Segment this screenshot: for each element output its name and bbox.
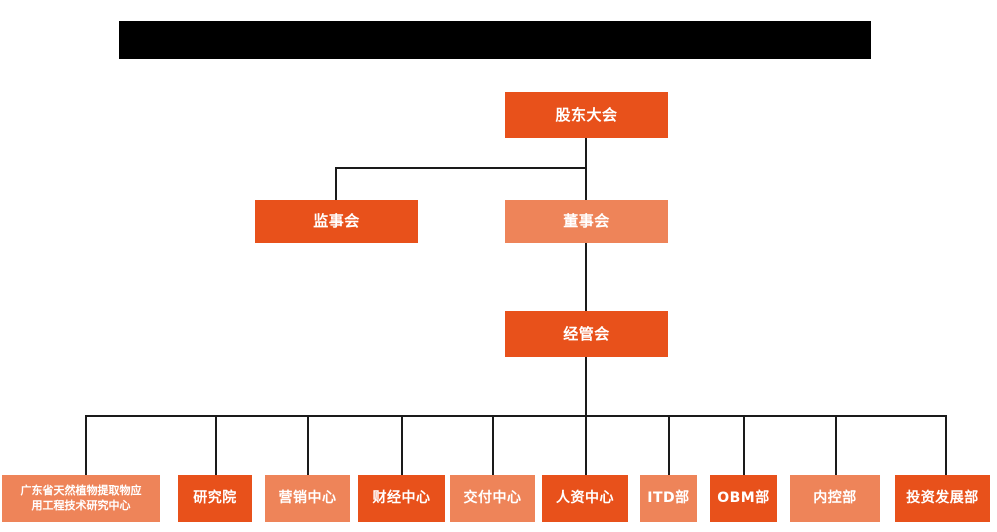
connector-to-research-center — [85, 415, 87, 475]
node-finance-center-label: 财经中心 — [372, 489, 431, 506]
node-institute[interactable]: 研究院 — [178, 475, 252, 522]
connector-to-delivery — [492, 415, 494, 475]
connector-management-stem — [585, 357, 587, 416]
node-board-of-supervisors[interactable]: 监事会 — [255, 200, 418, 243]
node-board-of-directors[interactable]: 董事会 — [505, 200, 668, 243]
connector-to-institute — [215, 415, 217, 475]
connector-to-finance — [401, 415, 403, 475]
node-delivery-center-label: 交付中心 — [463, 489, 522, 506]
node-board-of-supervisors-label: 监事会 — [313, 212, 360, 231]
node-itd-department[interactable]: ITD部 — [640, 475, 697, 522]
node-research-center-label-line2: 用工程技术研究中心 — [31, 498, 131, 512]
node-itd-department-label: ITD部 — [647, 489, 690, 506]
connector-to-investment — [945, 415, 947, 475]
connector-to-supervisors — [335, 167, 337, 201]
connector-to-marketing — [307, 415, 309, 475]
node-hr-center[interactable]: 人资中心 — [542, 475, 628, 522]
node-shareholders-meeting[interactable]: 股东大会 — [505, 92, 668, 138]
node-management-committee-label: 经管会 — [563, 324, 610, 343]
node-research-center-label: 广东省天然植物提取物应 用工程技术研究中心 — [21, 484, 142, 514]
connector-shareholders-stem — [585, 138, 587, 168]
node-obm-department[interactable]: OBM部 — [710, 475, 777, 522]
node-investment-development-department[interactable]: 投资发展部 — [895, 475, 990, 522]
node-marketing-center-label: 营销中心 — [278, 489, 337, 506]
node-management-committee[interactable]: 经管会 — [505, 311, 668, 357]
node-delivery-center[interactable]: 交付中心 — [450, 475, 535, 522]
node-investment-development-department-label: 投资发展部 — [906, 489, 979, 506]
connector-level2-bus — [335, 167, 587, 169]
node-marketing-center[interactable]: 营销中心 — [265, 475, 350, 522]
connector-to-itd — [668, 415, 670, 475]
node-institute-label: 研究院 — [193, 489, 237, 506]
connector-directors-to-management — [585, 243, 587, 312]
connector-to-obm — [743, 415, 745, 475]
node-obm-department-label: OBM部 — [717, 489, 770, 506]
node-hr-center-label: 人资中心 — [556, 489, 614, 506]
node-internal-control-department-label: 内控部 — [813, 489, 857, 506]
node-finance-center[interactable]: 财经中心 — [358, 475, 445, 522]
node-board-of-directors-label: 董事会 — [563, 212, 610, 231]
connector-to-internal-control — [835, 415, 837, 475]
node-internal-control-department[interactable]: 内控部 — [790, 475, 880, 522]
node-research-center-label-line1: 广东省天然植物提取物应 — [20, 483, 142, 497]
node-research-center[interactable]: 广东省天然植物提取物应 用工程技术研究中心 — [2, 475, 160, 522]
connector-to-hr — [585, 415, 587, 475]
redacted-title-banner — [119, 21, 871, 59]
connector-to-directors — [585, 167, 587, 201]
connector-departments-bus — [85, 415, 946, 417]
node-shareholders-meeting-label: 股东大会 — [555, 105, 618, 124]
